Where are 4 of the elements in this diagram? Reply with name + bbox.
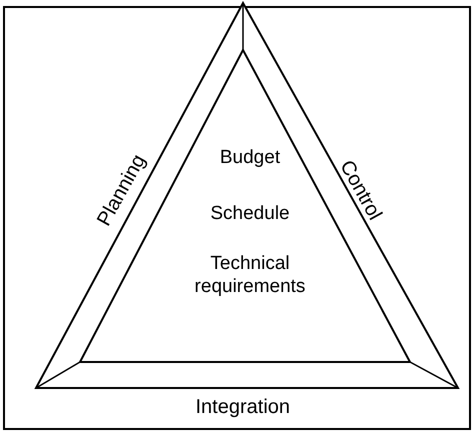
triangle-text: Schedule <box>209 202 291 225</box>
side-label: Integration <box>196 396 290 418</box>
triangle-text: Budget <box>218 146 282 169</box>
triangle-text: Technical requirements <box>194 252 306 298</box>
